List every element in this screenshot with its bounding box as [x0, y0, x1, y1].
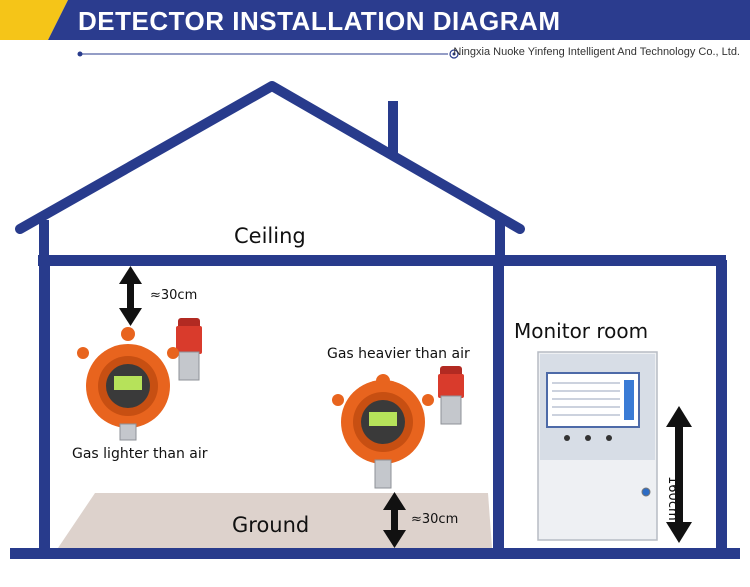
header-banner [0, 0, 750, 40]
ground-line [10, 548, 740, 559]
ceiling-beam [38, 255, 726, 266]
gas-detector-heavier-icon [332, 366, 464, 489]
company-name: Ningxia Nuoke Yinfeng Intelligent And Te… [453, 46, 740, 58]
wall-right [716, 260, 727, 555]
floor-gap-label: ≈30cm [411, 512, 459, 527]
page-title: DETECTOR INSTALLATION DIAGRAM [78, 6, 561, 36]
monitor-room-label: Monitor room [514, 319, 649, 343]
lighter-gas-label: Gas lighter than air [72, 446, 208, 462]
controller-height-arrow [666, 406, 692, 543]
roof [15, 81, 525, 234]
wall-divider [493, 260, 504, 555]
ceiling-gap-arrow [119, 266, 142, 326]
floor-surface [58, 493, 492, 548]
banner-accent [0, 0, 68, 40]
controller-cabinet-icon [537, 351, 658, 541]
wall-left [39, 260, 50, 555]
banner-bar [48, 0, 750, 40]
ground-label: Ground [232, 513, 310, 537]
floor-gap-arrow [383, 492, 406, 548]
controller-height-label: 160cm [665, 476, 680, 521]
gas-detector-lighter-icon [77, 318, 202, 441]
chimney [388, 101, 398, 157]
ceiling-gap-label: ≈30cm [150, 288, 198, 303]
heavier-gas-label: Gas heavier than air [327, 346, 470, 362]
ceiling-label: Ceiling [234, 224, 306, 248]
